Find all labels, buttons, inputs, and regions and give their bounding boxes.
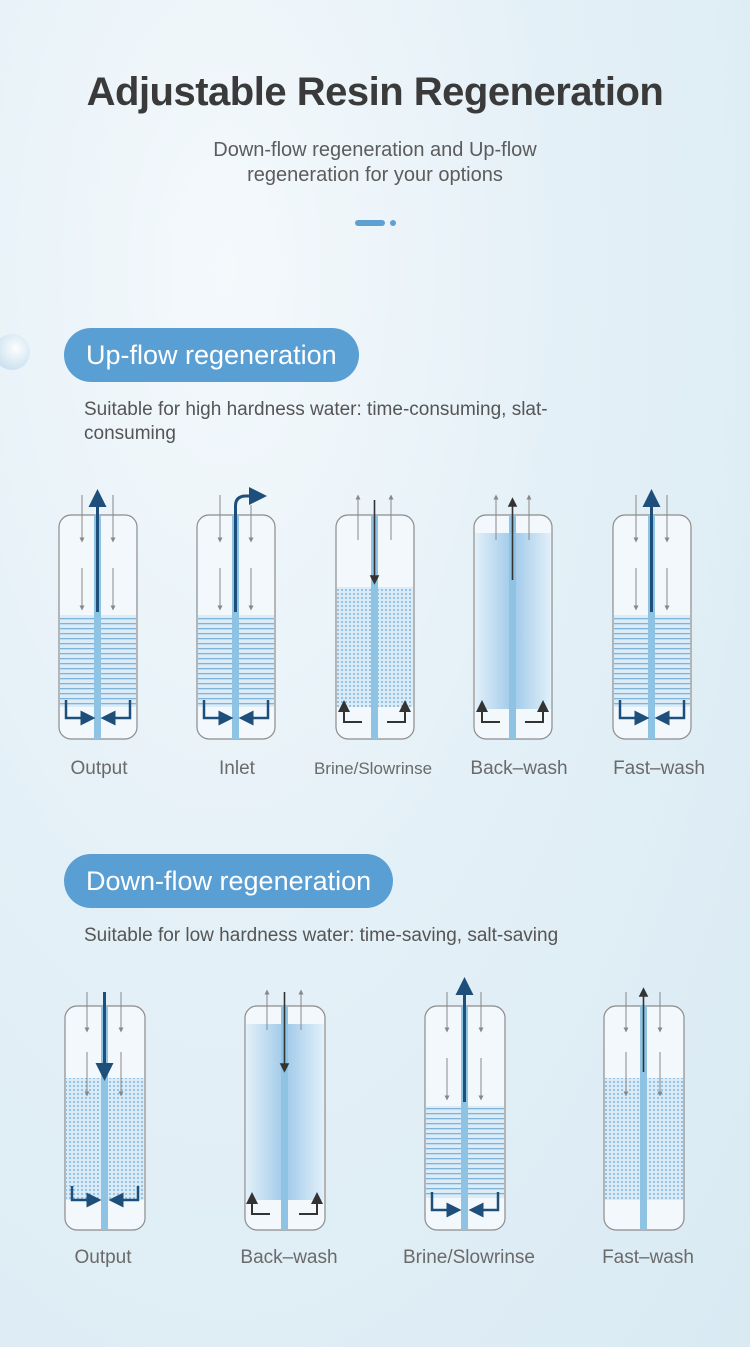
pagination-dot-active [355,220,385,226]
water-droplet-decoration [0,334,30,370]
upflow-output-tank [58,489,138,740]
upflow-step-brine: Brine/Slowrinse [314,759,432,778]
downflow-step-backwash: Back–wash [240,1247,337,1268]
downflow-step-fastwash: Fast–wash [602,1247,694,1268]
downflow-brine-tank [424,977,506,1231]
downflow-output-tank [64,992,146,1231]
downflow-fastwash-tank [603,987,685,1231]
page-subtitle: Down-flow regeneration and Up-flow regen… [213,139,537,186]
upflow-step-inlet: Inlet [219,758,256,779]
page-title: Adjustable Resin Regeneration [86,70,664,114]
downflow-backwash-tank [244,989,326,1231]
upflow-description: Suitable for high hardness water: time-c… [84,399,548,444]
upflow-brine-tank [335,494,415,740]
downflow-description: Suitable for low hardness water: time-sa… [84,925,559,946]
downflow-step-output: Output [74,1247,132,1268]
pagination-dot [390,220,396,226]
downflow-pill: Down-flow regeneration [64,854,394,908]
upflow-backwash-tank [473,494,553,740]
upflow-step-backwash: Back–wash [470,758,567,779]
upflow-step-output: Output [70,758,128,779]
upflow-pill: Up-flow regeneration [64,328,359,382]
downflow-step-brine: Brine/Slowrinse [403,1247,535,1268]
upflow-fastwash-tank [612,489,692,740]
upflow-inlet-tank [196,487,276,740]
upflow-step-fastwash: Fast–wash [613,758,705,779]
